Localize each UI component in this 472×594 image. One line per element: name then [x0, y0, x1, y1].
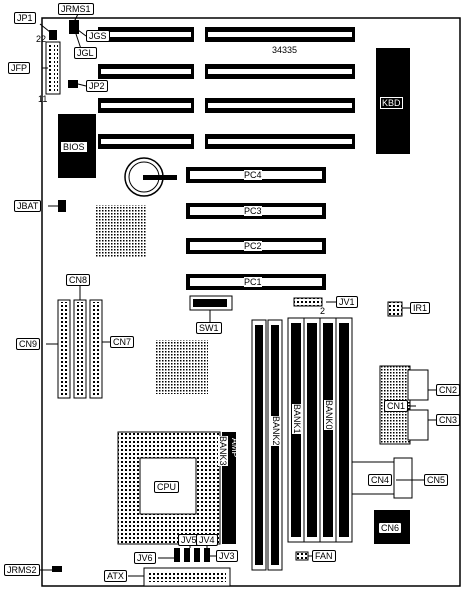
cn7-label: CN7 — [110, 336, 135, 348]
sw1-switch — [189, 295, 233, 311]
jv4-label: JV4 — [196, 534, 218, 546]
jgs-label: JGS — [86, 30, 110, 42]
cn6-label: CN6 — [378, 522, 403, 534]
jp1-jumper — [49, 30, 57, 40]
cpu-jumpers — [174, 548, 210, 562]
pin22-label: 22 — [36, 34, 47, 44]
pc3-label: PC3 — [244, 206, 262, 216]
jgl-label: JGL — [74, 47, 97, 59]
jp1-label: JP1 — [14, 12, 36, 24]
jp2-label: JP2 — [86, 80, 108, 92]
cn1-label: CN1 — [384, 400, 409, 412]
fan-label: FAN — [312, 550, 336, 562]
ide-connectors — [57, 299, 103, 399]
bios-label: BIOS — [60, 141, 88, 153]
pc4-label: PC4 — [244, 170, 262, 180]
chipset-south — [156, 340, 208, 394]
jrms2-jumper — [52, 566, 62, 572]
cpu-label: CPU — [154, 481, 180, 493]
bank1-label: BANK1 — [292, 404, 302, 434]
cn5-label: CN5 — [424, 474, 449, 486]
isa-slots — [98, 27, 355, 149]
jv1-header — [293, 297, 323, 307]
kbd-label: KBD — [380, 97, 403, 109]
pc1-label: PC1 — [244, 277, 262, 287]
atx-label: ATX — [104, 570, 127, 582]
jbat-label: JBAT — [14, 200, 42, 212]
cn9-label: CN9 — [16, 338, 41, 350]
chipset-north — [95, 205, 147, 257]
bank3-label: BANK3 — [218, 436, 228, 466]
pin11-label: 11 — [38, 94, 48, 104]
ir1-label: IR1 — [410, 302, 431, 314]
cn8-label: CN8 — [66, 274, 91, 286]
jrms1-label: JRMS1 — [58, 3, 94, 15]
amp-label: AMP — [230, 438, 240, 458]
fan-header — [295, 551, 309, 561]
jrms2-label: JRMS2 — [4, 564, 40, 576]
bank2-label: BANK2 — [271, 416, 281, 446]
pc2-label: PC2 — [244, 241, 262, 251]
atx-connector — [143, 567, 231, 587]
cn3-label: CN3 — [436, 414, 461, 426]
jfp-label: JFP — [8, 62, 31, 74]
jrms1-jumper — [69, 20, 79, 34]
jv1-label: JV1 — [336, 296, 358, 308]
battery — [124, 157, 177, 197]
cn4-label: CN4 — [368, 474, 393, 486]
cn2-label: CN2 — [436, 384, 461, 396]
bank0-label: BANK0 — [324, 400, 334, 430]
board-id: 34335 — [272, 45, 298, 55]
jp2-jumper — [68, 80, 78, 88]
pin2-label: 2 — [320, 306, 326, 316]
jv6-label: JV6 — [134, 552, 156, 564]
sw1-label: SW1 — [196, 322, 222, 334]
ir1-header — [387, 301, 403, 317]
jv3-label: JV3 — [216, 550, 238, 562]
jfp-header — [45, 41, 61, 95]
jbat-jumper — [58, 200, 66, 212]
